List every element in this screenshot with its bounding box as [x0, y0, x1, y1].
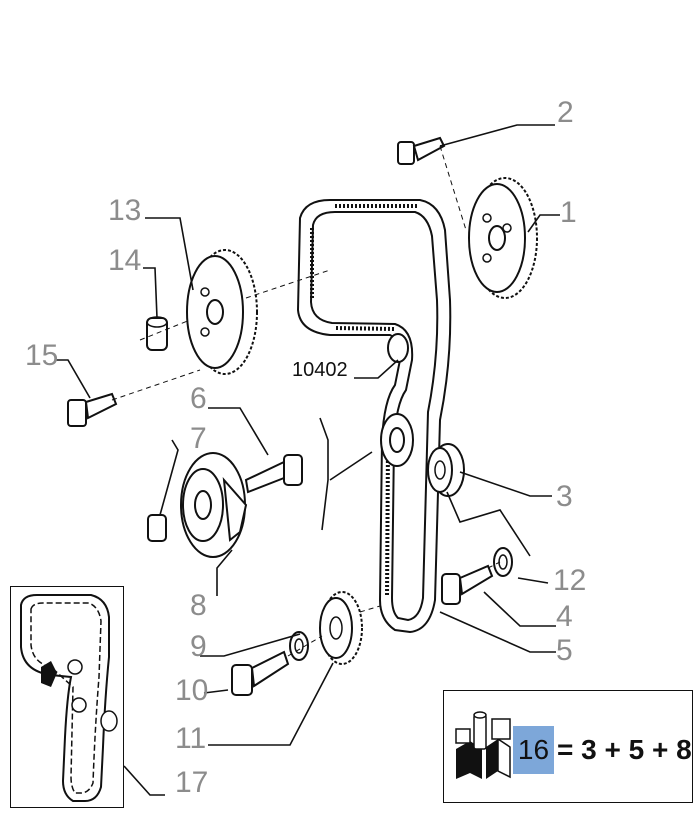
inset-assembly-view [10, 586, 124, 808]
callout-5: 5 [556, 634, 573, 667]
callout-11: 11 [175, 722, 206, 755]
kit-number-badge: 16 [513, 726, 554, 774]
crankshaft-sprocket [319, 591, 363, 665]
callout-1: 1 [560, 196, 577, 229]
tensioner-pulley [180, 452, 248, 558]
leader-lines [55, 124, 560, 796]
callout-6: 6 [190, 382, 207, 415]
camshaft-pulley-left [186, 249, 258, 375]
kit-formula: = 3 + 5 + 8 [557, 734, 692, 765]
callout-10: 10 [175, 674, 208, 707]
callout-4: 4 [556, 600, 573, 633]
bolt-6 [244, 454, 303, 494]
nut-14 [146, 316, 168, 351]
callout-7: 7 [190, 422, 207, 455]
washer-12 [493, 547, 513, 577]
nut-7 [147, 514, 167, 542]
bolt-2 [397, 136, 446, 165]
callout-labels: 2 1 13 14 15 6 7 3 12 8 4 9 5 10 11 17 1… [25, 96, 586, 799]
callout-8: 8 [190, 589, 207, 622]
kit-composition-box: 16 = 3 + 5 + 8 [443, 690, 693, 803]
callout-2: 2 [557, 96, 574, 129]
idler-pulley [380, 333, 414, 467]
callout-12: 12 [553, 564, 586, 597]
timing-belt [296, 199, 452, 634]
camshaft-pulley-right [468, 177, 538, 299]
bolt-15 [67, 392, 118, 427]
callout-3: 3 [556, 480, 573, 513]
alignment-lines [111, 145, 501, 657]
inset-belt-cover-drawing [20, 594, 118, 802]
bolt-10 [231, 650, 290, 696]
washer-9 [289, 631, 309, 661]
callout-13: 13 [108, 194, 141, 227]
roller-3 [427, 443, 465, 497]
callout-14: 14 [108, 244, 141, 277]
callout-15: 15 [25, 339, 58, 372]
callout-9: 9 [190, 630, 207, 663]
bolt-4 [441, 564, 494, 605]
belt-code-label: 10402 [292, 359, 348, 381]
callout-17: 17 [175, 766, 208, 799]
parts-kit-icon [455, 711, 511, 779]
